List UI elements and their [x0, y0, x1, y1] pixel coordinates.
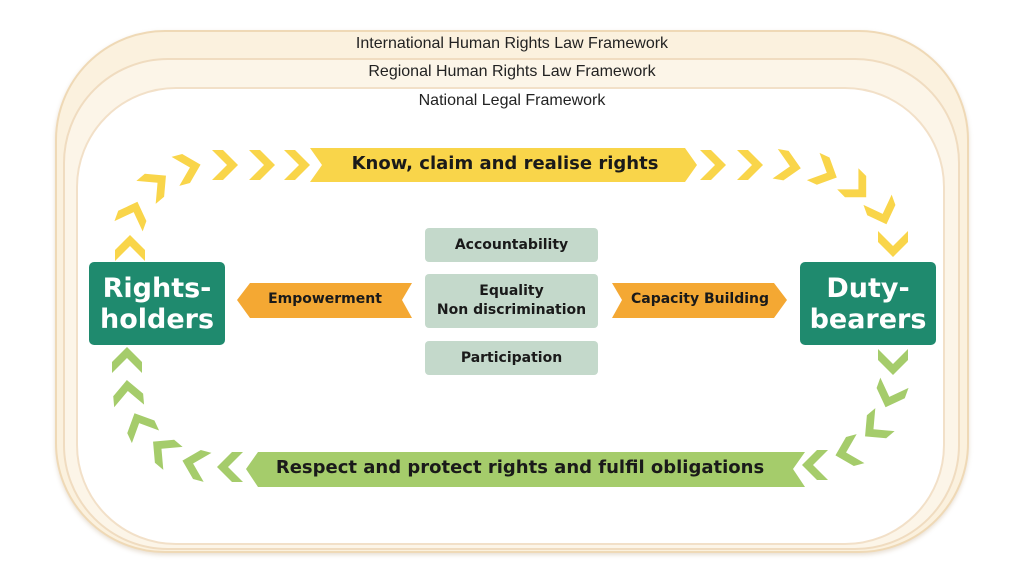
green-chevron-icon — [855, 408, 895, 448]
international-framework-label: International Human Rights Law Framework — [355, 35, 669, 52]
green-chevron-icon — [871, 377, 909, 413]
green-chevron-icon — [217, 452, 243, 482]
non-discrimination-label: Non discrimination — [436, 302, 587, 318]
capacity-building-label: Capacity Building — [630, 291, 770, 307]
yellow-chevron-icon — [212, 150, 238, 180]
yellow-chevron-icon — [806, 152, 844, 192]
participation-label: Participation — [460, 349, 563, 366]
accountability-box: Accountability — [425, 228, 598, 262]
rights-holders-box: Rights-holders — [89, 262, 225, 345]
green-chevron-icon — [112, 347, 142, 373]
green-chevron-icon — [178, 446, 212, 482]
yellow-chevron-icon — [249, 150, 275, 180]
green-chevron-icon — [802, 450, 828, 480]
yellow-chevron-icon — [114, 196, 152, 232]
yellow-chevron-icon — [878, 231, 908, 257]
yellow-chevron-icon — [171, 150, 205, 186]
yellow-chevron-icon — [772, 148, 804, 184]
capacity-building-arrow — [612, 283, 787, 318]
green-chevron-icon — [143, 430, 183, 470]
yellow-chevron-icon — [115, 235, 145, 261]
green-chevron-icon — [831, 434, 865, 470]
duty-bearers-line2: bearers — [809, 303, 927, 335]
empowerment-arrow — [237, 283, 412, 318]
rights-holders-line2: holders — [99, 303, 215, 335]
rights-holders-line1: Rights- — [102, 272, 212, 304]
top-cycle-label: Know, claim and realise rights — [351, 153, 659, 174]
yellow-chevron-icon — [284, 150, 310, 180]
duty-bearers-line1: Duty- — [826, 272, 910, 304]
accountability-label: Accountability — [454, 236, 569, 253]
yellow-chevron-icon — [700, 150, 726, 180]
top-cycle-banner — [310, 148, 697, 182]
yellow-chevron-icon — [737, 150, 763, 180]
green-chevron-icon — [120, 406, 160, 444]
green-chevron-icon — [111, 378, 145, 408]
green-chevron-icon — [878, 349, 908, 375]
equality-label: Equality — [479, 283, 544, 299]
yellow-chevron-icon — [863, 194, 901, 230]
duty-bearers-box: Duty-bearers — [800, 262, 936, 345]
yellow-chevron-icon — [837, 168, 877, 208]
regional-framework-label: Regional Human Rights Law Framework — [368, 63, 656, 80]
participation-box: Participation — [425, 341, 598, 375]
yellow-chevron-icon — [136, 164, 176, 204]
bottom-cycle-banner — [246, 452, 805, 487]
national-framework-label: National Legal Framework — [418, 92, 606, 109]
bottom-cycle-label: Respect and protect rights and fulfil ob… — [275, 457, 765, 478]
empowerment-label: Empowerment — [268, 291, 382, 307]
